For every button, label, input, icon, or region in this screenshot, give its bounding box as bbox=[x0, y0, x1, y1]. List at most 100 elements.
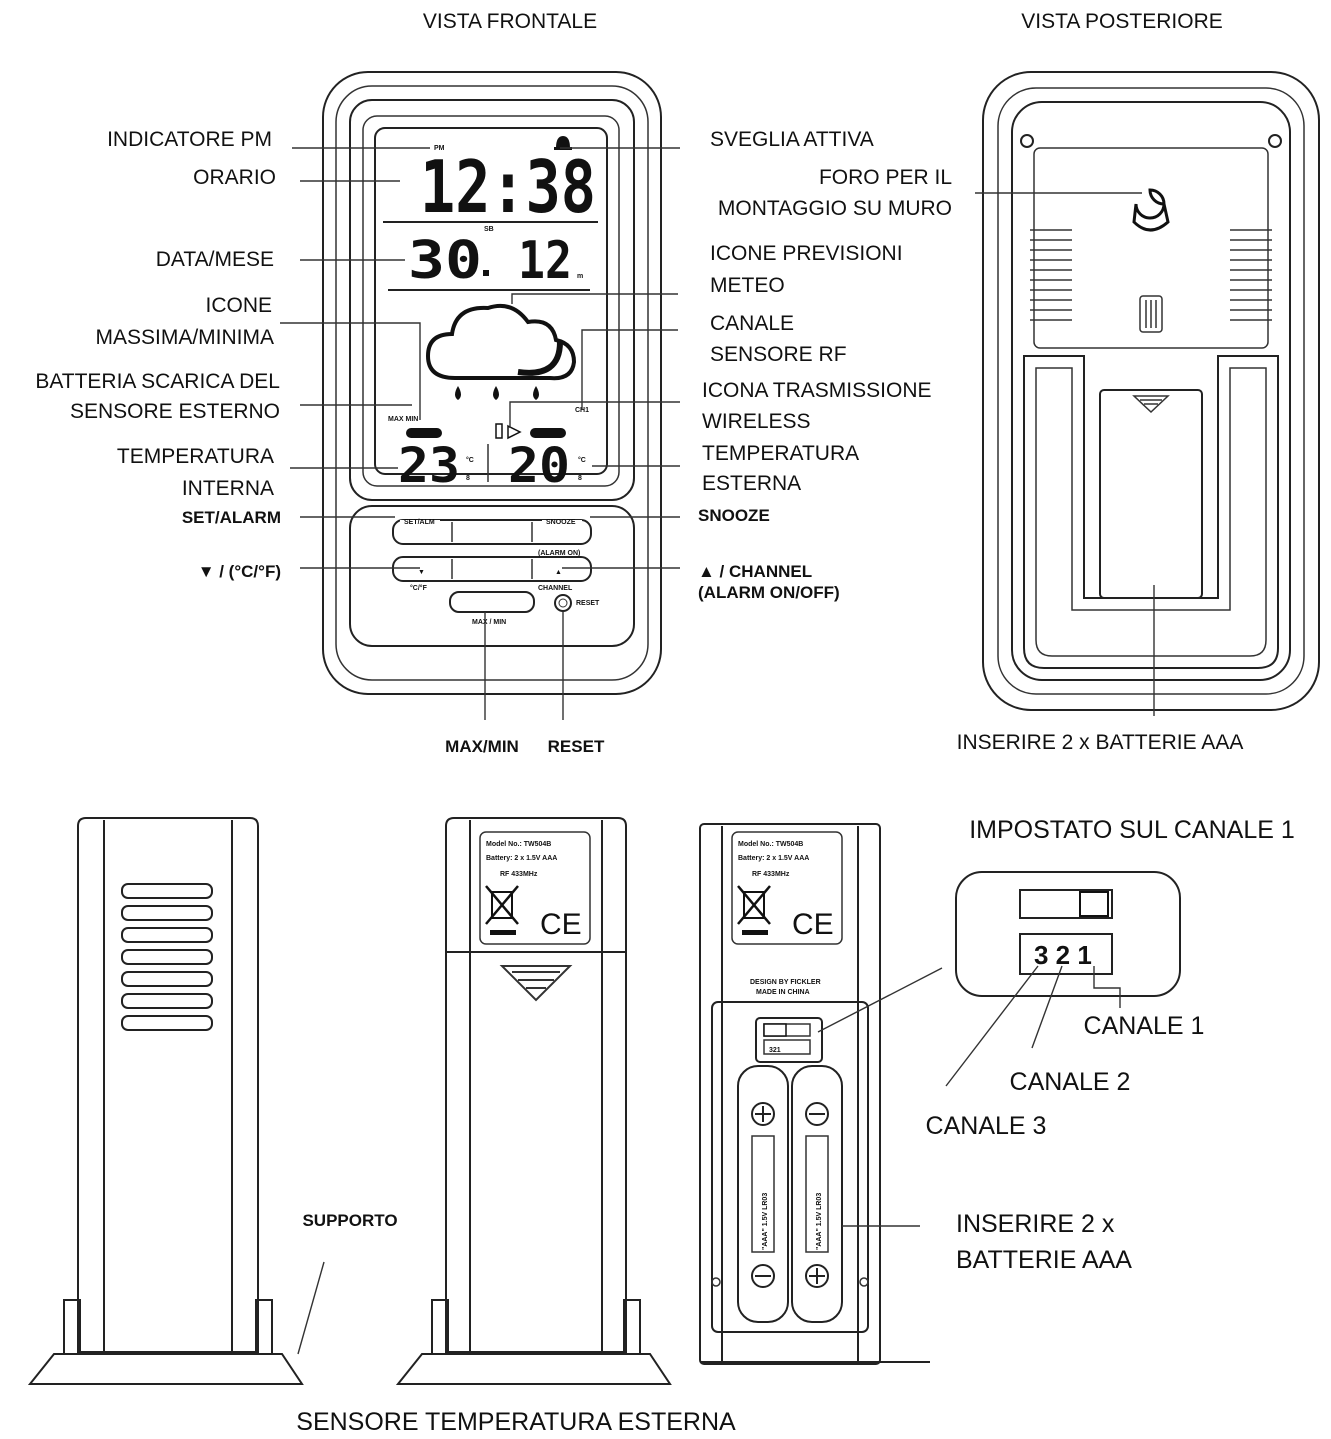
weee-bin-icon-2 bbox=[737, 885, 771, 935]
svg-text:SET/ALM: SET/ALM bbox=[404, 519, 435, 526]
label-back-batteries: INSERIRE 2 x BATTERIE AAA bbox=[957, 731, 1244, 754]
heading-sensor: SENSORE TEMPERATURA ESTERNA bbox=[296, 1408, 736, 1436]
sensor-open-view: Model No.: TW504B Battery: 2 x 1.5V AAA … bbox=[699, 823, 930, 1365]
label-down-cf: ▼ / (°C/°F) bbox=[198, 562, 281, 581]
lcd-month: 12 bbox=[518, 231, 572, 291]
svg-text:8: 8 bbox=[578, 475, 582, 482]
svg-text:321: 321 bbox=[769, 1047, 781, 1054]
svg-text:RF 433MHz: RF 433MHz bbox=[752, 871, 790, 878]
label-low-battery-1: BATTERIA SCARICA DEL bbox=[35, 370, 280, 393]
front-view-device: PM 12:38 SB 30 12 m CH1 MAX MIN 23 °C 8 bbox=[322, 71, 662, 695]
label-indoor-temp-1: TEMPERATURA bbox=[117, 445, 274, 468]
heading-back-view: VISTA POSTERIORE bbox=[1021, 10, 1223, 33]
wireless-signal-icon bbox=[507, 424, 522, 440]
label-rf-channel-1: CANALE bbox=[710, 312, 794, 335]
svg-text:Model No.: TW504B: Model No.: TW504B bbox=[738, 841, 803, 848]
svg-text:(ALARM ON): (ALARM ON) bbox=[538, 550, 580, 557]
label-wireless-2: WIRELESS bbox=[702, 410, 811, 433]
label-maxmin-icons-2: MASSIMA/MINIMA bbox=[95, 326, 274, 349]
button-row-top: SET/ALM SNOOZE bbox=[392, 519, 592, 545]
ce-mark: CE bbox=[540, 908, 582, 941]
label-sensor-batteries-2: BATTERIE AAA bbox=[956, 1246, 1132, 1274]
svg-text:m: m bbox=[577, 273, 583, 280]
heading-front-view: VISTA FRONTALE bbox=[423, 10, 597, 33]
svg-text:CHANNEL: CHANNEL bbox=[538, 585, 573, 592]
sensor-front-view: Model No.: TW504B Battery: 2 x 1.5V AAA … bbox=[395, 817, 672, 1385]
label-alarm-active: SVEGLIA ATTIVA bbox=[710, 128, 874, 151]
label-wall-hole-2: MONTAGGIO SU MURO bbox=[718, 197, 952, 220]
label-outdoor-temp-2: ESTERNA bbox=[702, 472, 801, 495]
label-stand: SUPPORTO bbox=[302, 1211, 397, 1230]
svg-text:CE: CE bbox=[792, 908, 834, 941]
label-low-battery-2: SENSORE ESTERNO bbox=[70, 400, 280, 423]
lcd-time: 12:38 bbox=[420, 145, 596, 229]
plate-rf: RF 433MHz bbox=[500, 871, 538, 878]
reset-button bbox=[554, 594, 572, 612]
back-vents-right bbox=[1230, 229, 1272, 321]
svg-text:RESET: RESET bbox=[576, 600, 600, 607]
svg-text:SNOOZE: SNOOZE bbox=[546, 519, 576, 526]
svg-text:Battery: 2 x 1.5V AAA: Battery: 2 x 1.5V AAA bbox=[738, 855, 809, 862]
svg-text:"AAA" 1.5V LR03: "AAA" 1.5V LR03 bbox=[762, 1193, 769, 1250]
svg-text:MADE IN CHINA: MADE IN CHINA bbox=[756, 989, 810, 996]
svg-text:"AAA" 1.5V LR03: "AAA" 1.5V LR03 bbox=[816, 1193, 823, 1250]
plate-battery: Battery: 2 x 1.5V AAA bbox=[486, 855, 557, 862]
label-forecast-2: METEO bbox=[710, 274, 785, 297]
label-maxmin: MAX/MIN bbox=[445, 737, 519, 756]
sensor-side-view bbox=[27, 817, 325, 1385]
plate-model: Model No.: TW504B bbox=[486, 841, 551, 848]
sensor-stand bbox=[27, 1353, 304, 1385]
sensor-label-plate bbox=[479, 831, 591, 945]
lcd-pm-indicator: PM bbox=[434, 145, 445, 152]
weather-cloud-icon bbox=[425, 303, 577, 381]
label-rf-channel-2: SENSORE RF bbox=[710, 343, 847, 366]
sensor-vents bbox=[121, 883, 213, 1031]
back-view-device bbox=[975, 71, 1320, 716]
sensor-battery-icon bbox=[495, 423, 503, 439]
label-wireless-1: ICONA TRASMISSIONE bbox=[702, 379, 932, 402]
label-reset: RESET bbox=[548, 737, 605, 756]
label-outdoor-temp-1: TEMPERATURA bbox=[702, 442, 859, 465]
rain-drops-icon bbox=[455, 386, 539, 400]
battery-slot-1 bbox=[737, 1065, 789, 1323]
maxmin-button bbox=[449, 591, 535, 613]
label-up-channel-1: ▲ / CHANNEL bbox=[698, 562, 812, 581]
label-date-month: DATA/MESE bbox=[156, 248, 274, 271]
back-vents-left bbox=[1030, 229, 1072, 321]
label-pm-indicator: INDICATORE PM bbox=[107, 128, 272, 151]
lcd-weekday: SB bbox=[484, 226, 494, 233]
svg-text:MAX MIN: MAX MIN bbox=[388, 416, 418, 423]
front-leader-lines bbox=[280, 147, 680, 720]
label-set-alarm: SET/ALARM bbox=[182, 508, 281, 527]
label-indoor-temp-2: INTERNA bbox=[182, 477, 274, 500]
svg-text:°C/°F: °C/°F bbox=[410, 584, 428, 592]
lcd-day: 30 bbox=[408, 231, 482, 291]
label-channel-3: CANALE 3 bbox=[926, 1112, 1047, 1140]
battery-cover bbox=[1099, 389, 1203, 599]
button-row-bottom: ▼ ▲ (ALARM ON) CHANNEL °C/°F bbox=[392, 550, 592, 592]
label-maxmin-icons-1: ICONE bbox=[205, 294, 272, 317]
svg-text:▲: ▲ bbox=[555, 569, 562, 576]
sensor-vent-triangle bbox=[499, 965, 573, 1002]
wall-mount-hole-icon bbox=[1132, 188, 1170, 232]
channel-switch-digits: 3 2 1 bbox=[1034, 940, 1092, 970]
battery-compartment bbox=[711, 1001, 869, 1333]
label-snooze: SNOOZE bbox=[698, 506, 770, 525]
label-up-channel-2: (ALARM ON/OFF) bbox=[698, 583, 840, 602]
label-wall-hole-1: FORO PER IL bbox=[819, 166, 952, 189]
label-channel-2: CANALE 2 bbox=[1010, 1068, 1131, 1096]
lcd-outdoor-temp: 20 bbox=[508, 438, 570, 494]
svg-text:▼: ▼ bbox=[418, 569, 425, 576]
lcd-indoor-temp: 23 bbox=[398, 438, 460, 494]
svg-text:°C: °C bbox=[578, 456, 586, 464]
label-channel-set: IMPOSTATO SUL CANALE 1 bbox=[969, 816, 1295, 844]
battery-slot-2 bbox=[791, 1065, 843, 1323]
label-time: ORARIO bbox=[193, 166, 276, 189]
svg-text:MAX / MIN: MAX / MIN bbox=[472, 619, 506, 626]
label-sensor-batteries-1: INSERIRE 2 x bbox=[956, 1210, 1115, 1238]
label-channel-1: CANALE 1 bbox=[1084, 1012, 1205, 1040]
svg-text:CH1: CH1 bbox=[575, 407, 589, 414]
weee-bin-icon bbox=[485, 885, 519, 935]
